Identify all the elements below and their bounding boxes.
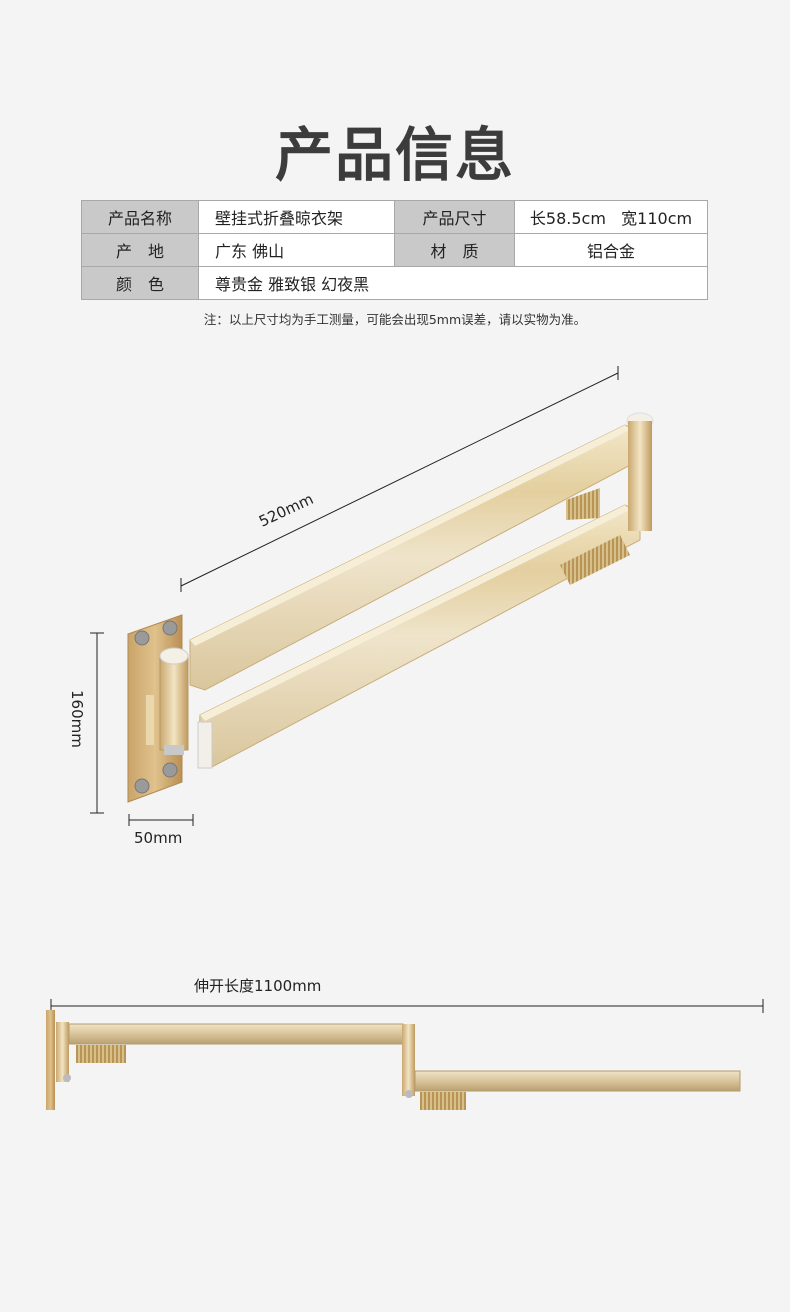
folded-rack-illustration: 520mm 160mm 50mm bbox=[68, 366, 654, 847]
value-material: 铝合金 bbox=[514, 233, 708, 267]
spec-table: 产品名称 壁挂式折叠晾衣架 产品尺寸 长58.5cm 宽110cm 产 地 广东… bbox=[81, 200, 708, 300]
extended-rack-illustration: 伸开长度1100mm bbox=[46, 977, 764, 1110]
table-row: 产 地 广东 佛山 材 质 铝合金 bbox=[81, 233, 708, 267]
label-color: 颜 色 bbox=[81, 266, 199, 300]
table-row: 产品名称 壁挂式折叠晾衣架 产品尺寸 长58.5cm 宽110cm bbox=[81, 200, 708, 234]
label-product-size: 产品尺寸 bbox=[394, 200, 515, 234]
dim-extended-label: 伸开长度1100mm bbox=[194, 977, 321, 995]
value-product-size: 长58.5cm 宽110cm bbox=[514, 200, 708, 234]
label-origin: 产 地 bbox=[81, 233, 199, 267]
page-title: 产品信息 bbox=[274, 121, 515, 189]
dim-height-label: 160mm bbox=[68, 690, 86, 748]
dim-width-label: 50mm bbox=[134, 829, 182, 847]
value-origin: 广东 佛山 bbox=[198, 233, 395, 267]
value-product-name: 壁挂式折叠晾衣架 bbox=[198, 200, 395, 234]
measurement-note: 注：以上尺寸均为手工测量，可能会出现5mm误差，请以实物为准。 bbox=[203, 312, 587, 327]
value-color: 尊贵金 雅致银 幻夜黑 bbox=[198, 266, 708, 300]
label-material: 材 质 bbox=[394, 233, 515, 267]
label-product-name: 产品名称 bbox=[81, 200, 199, 234]
table-row: 颜 色 尊贵金 雅致银 幻夜黑 bbox=[81, 266, 708, 300]
